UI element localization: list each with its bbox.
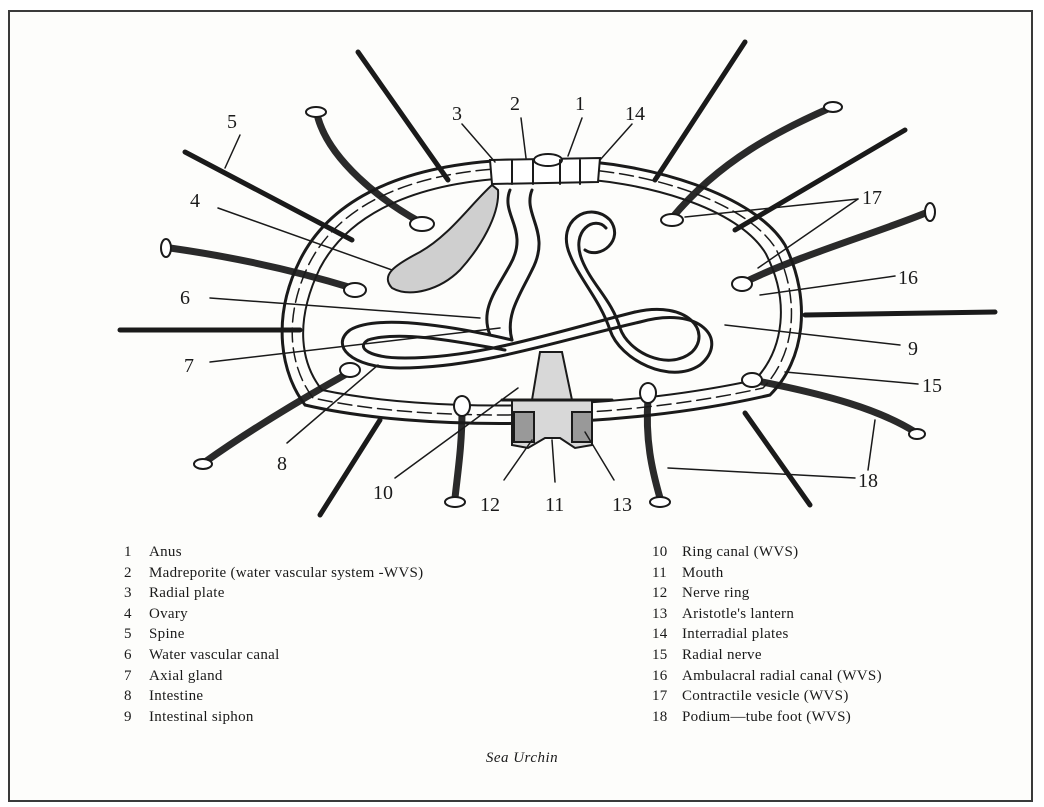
label-3: 3 (452, 103, 462, 125)
figure-caption: Sea Urchin (0, 750, 1044, 767)
label-11-12: 12 (480, 494, 500, 516)
spines (120, 42, 995, 515)
spine (745, 413, 810, 505)
podium (205, 372, 350, 462)
podium (318, 118, 420, 222)
label-16: 16 (898, 267, 918, 289)
podium (170, 248, 352, 288)
label-7: 7 (184, 355, 194, 377)
spine (805, 312, 995, 315)
spine (358, 52, 448, 180)
label-2: 2 (510, 93, 520, 115)
label-13: 13 (612, 494, 632, 516)
label-14: 14 (625, 103, 645, 125)
label-4: 4 (190, 190, 200, 212)
apical-plates (490, 154, 600, 184)
ovary (388, 185, 498, 292)
label-18: 18 (858, 470, 878, 492)
label-15: 15 (922, 375, 942, 397)
podium (672, 108, 830, 218)
label-10: 10 (373, 482, 393, 504)
label-9: 9 (908, 338, 918, 360)
label-8: 8 (277, 453, 287, 475)
label-11: 11 (545, 494, 564, 516)
spine (320, 420, 380, 515)
label-1: 1 (575, 93, 585, 115)
aristotles-lantern (502, 352, 612, 448)
spine (185, 152, 352, 240)
label-6: 6 (180, 287, 190, 309)
label-5: 5 (227, 111, 237, 133)
label-17: 17 (862, 187, 882, 209)
